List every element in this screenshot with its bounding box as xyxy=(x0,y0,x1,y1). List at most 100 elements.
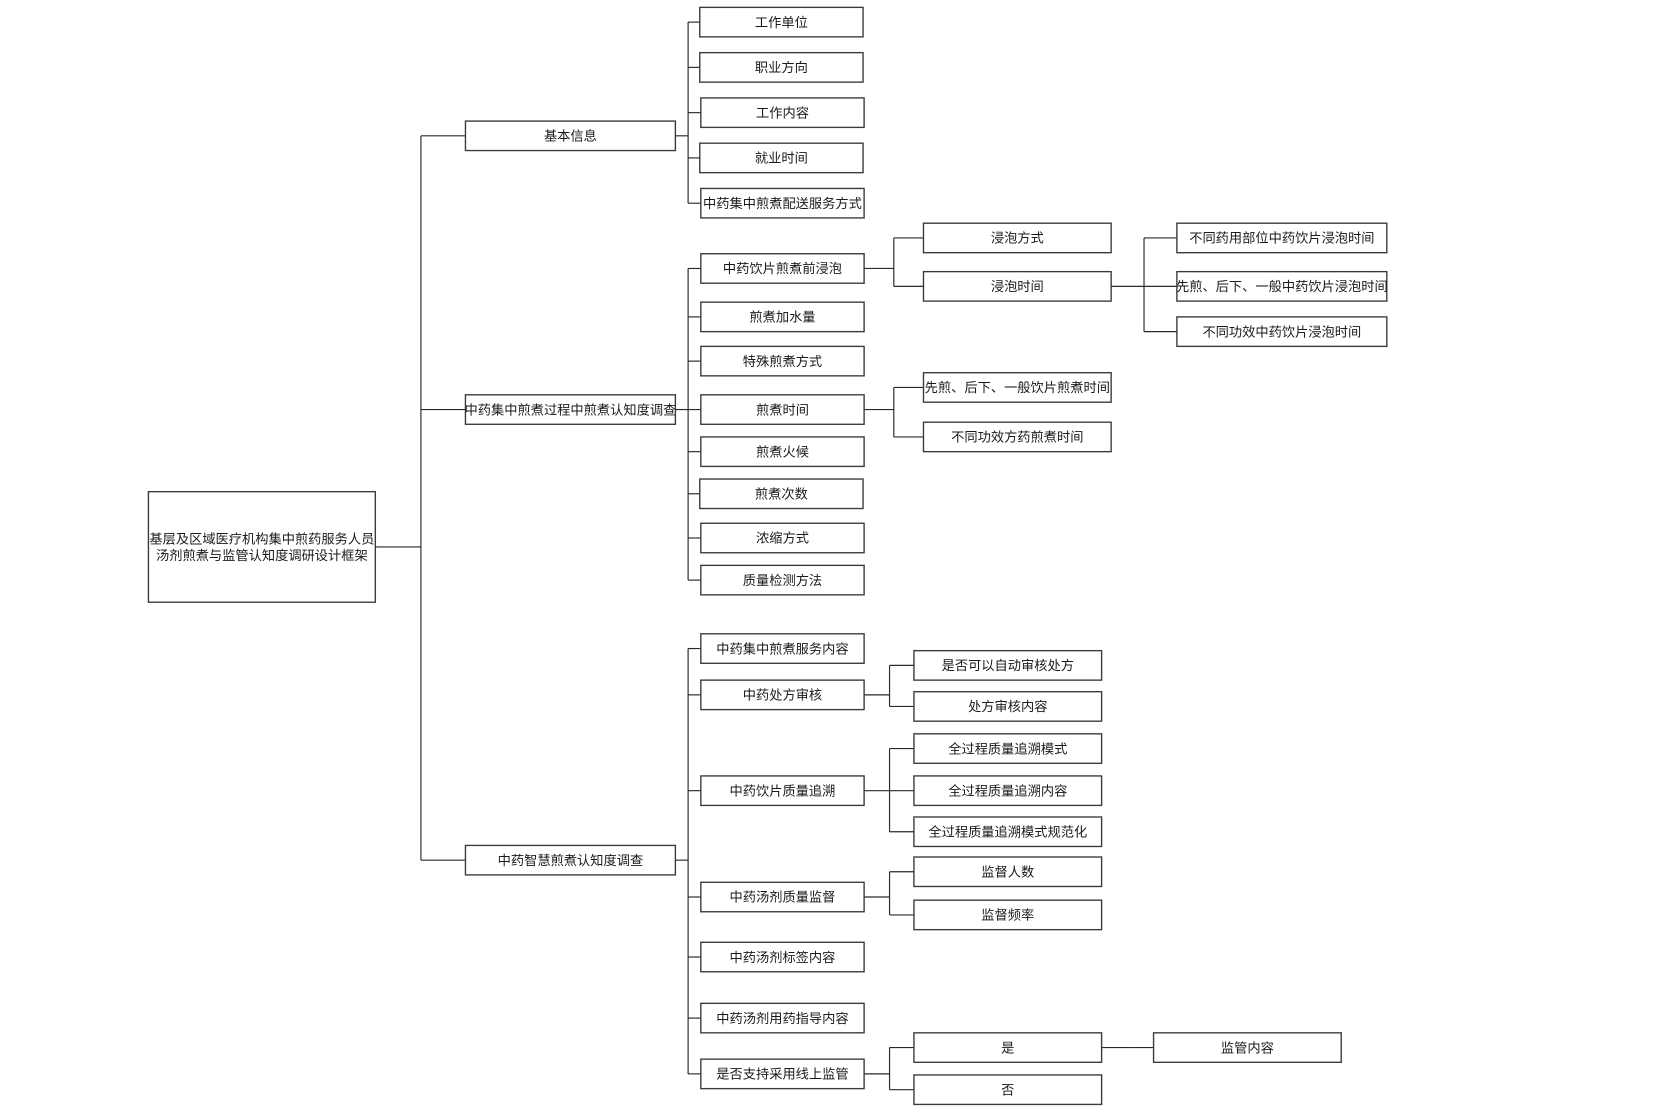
node-label: 先煎、后下、一般中药饮片浸泡时间 xyxy=(1176,279,1388,295)
node-label: 就业时间 xyxy=(755,151,808,167)
node-level-3: 浸泡时间 xyxy=(922,270,1112,302)
node-label: 监督人数 xyxy=(981,865,1034,881)
node-label: 中药处方审核 xyxy=(743,688,822,704)
node-box xyxy=(913,816,1103,848)
node-level-2: 工作内容 xyxy=(700,97,865,129)
node-box xyxy=(699,6,864,38)
node-level-2: 特殊煎煮方式 xyxy=(700,345,865,377)
node-level-3: 浸泡方式 xyxy=(922,222,1112,254)
node-label: 中药汤剂质量监督 xyxy=(730,890,836,906)
node-label: 工作内容 xyxy=(756,104,809,121)
node-label: 浸泡时间 xyxy=(991,279,1044,295)
root-title-line-1: 基层及区域医疗机构集中煎药服务人员 xyxy=(149,531,374,547)
node-level-4: 监管内容 xyxy=(1152,1032,1342,1063)
node-label: 煎煮时间 xyxy=(756,402,809,418)
node-box xyxy=(699,51,864,83)
node-label: 中药集中煎煮过程中煎煮认知度调查 xyxy=(465,401,677,418)
node-box xyxy=(922,372,1112,403)
node-label: 质量检测方法 xyxy=(743,573,822,589)
node-label: 中药饮片质量追溯 xyxy=(730,783,836,799)
node-box xyxy=(1176,316,1388,348)
node-box xyxy=(913,733,1103,764)
node-label: 先煎、后下、一般饮片煎煮时间 xyxy=(925,380,1110,396)
node-box xyxy=(700,1058,865,1090)
node-label: 基本信息 xyxy=(544,128,597,145)
node-label: 是否支持采用线上监管 xyxy=(716,1067,848,1083)
node-level-1: 中药智慧煎煮认知度调查 xyxy=(464,844,677,876)
node-label: 煎煮次数 xyxy=(755,487,808,503)
node-label: 中药饮片煎煮前浸泡 xyxy=(723,260,842,277)
node-level-3: 监督人数 xyxy=(913,856,1103,888)
node-label: 中药集中煎煮服务内容 xyxy=(716,640,848,657)
node-level-2: 中药处方审核 xyxy=(700,679,865,711)
node-level-3: 先煎、后下、一般饮片煎煮时间 xyxy=(922,372,1112,403)
node-box xyxy=(922,421,1112,453)
node-box xyxy=(464,394,677,425)
node-box xyxy=(922,270,1112,302)
node-label: 浸泡方式 xyxy=(991,231,1044,247)
node-label: 否 xyxy=(1001,1083,1014,1098)
node-label: 中药汤剂用药指导内容 xyxy=(716,1010,848,1027)
node-level-2: 质量检测方法 xyxy=(700,564,865,596)
node-level-4: 不同药用部位中药饮片浸泡时间 xyxy=(1176,222,1388,254)
node-label: 监督频率 xyxy=(981,907,1034,924)
node-label: 是 xyxy=(1001,1041,1014,1056)
node-level-2: 中药饮片质量追溯 xyxy=(700,775,865,807)
node-box xyxy=(913,1074,1103,1106)
node-label: 职业方向 xyxy=(755,60,808,76)
node-level-2: 煎煮火候 xyxy=(700,436,865,468)
node-box xyxy=(700,881,865,913)
node-box xyxy=(922,222,1112,254)
node-level-4: 不同功效中药饮片浸泡时间 xyxy=(1176,316,1388,348)
node-label: 不同功效方药煎煮时间 xyxy=(951,430,1083,446)
node-box xyxy=(700,253,865,284)
node-level-2: 中药饮片煎煮前浸泡 xyxy=(700,253,865,284)
node-box xyxy=(700,345,865,377)
node-label: 工作单位 xyxy=(755,15,808,31)
node-box xyxy=(699,142,864,174)
node-level-2: 煎煮时间 xyxy=(700,394,865,425)
node-level-3: 否 xyxy=(913,1074,1103,1106)
node-label: 监管内容 xyxy=(1221,1039,1274,1056)
node-label: 不同功效中药饮片浸泡时间 xyxy=(1202,324,1361,340)
node-level-3: 处方审核内容 xyxy=(913,691,1103,722)
node-label: 中药智慧煎煮认知度调查 xyxy=(498,852,644,869)
node-box xyxy=(700,394,865,425)
root-box xyxy=(147,490,377,603)
node-box xyxy=(700,564,865,596)
node-label: 煎煮火候 xyxy=(756,444,809,460)
node-box xyxy=(700,97,865,129)
node-level-2: 中药集中煎煮配送服务方式 xyxy=(700,187,865,219)
node-box xyxy=(700,187,865,219)
node-level-2: 是否支持采用线上监管 xyxy=(700,1058,865,1090)
root-node: 基层及区域医疗机构集中煎药服务人员 汤剂煎煮与监管认知度调研设计框架 xyxy=(147,490,377,603)
node-label: 是否可以自动审核处方 xyxy=(942,658,1074,674)
node-box xyxy=(913,856,1103,888)
node-level-3: 不同功效方药煎煮时间 xyxy=(922,421,1112,453)
tree-nodes: 基本信息 工作单位职业方向工作内容就业时间中药集中煎煮配送服务方式中药集中煎煮过程… xyxy=(464,6,1388,1106)
node-level-2: 中药集中煎煮服务内容 xyxy=(700,633,865,664)
node-level-3: 是否可以自动审核处方 xyxy=(913,649,1103,681)
node-label: 煎煮加水量 xyxy=(749,310,815,326)
node-box xyxy=(1176,222,1388,254)
node-box xyxy=(913,1032,1103,1063)
node-level-1: 中药集中煎煮过程中煎煮认知度调查 xyxy=(464,394,677,425)
node-box xyxy=(1152,1032,1342,1063)
node-box xyxy=(700,301,865,333)
node-box xyxy=(913,899,1103,931)
node-level-2: 工作单位 xyxy=(699,6,864,38)
node-box xyxy=(913,775,1103,807)
node-level-4: 先煎、后下、一般中药饮片浸泡时间 xyxy=(1176,270,1388,302)
node-level-2: 职业方向 xyxy=(699,51,864,83)
node-level-3: 全过程质量追溯内容 xyxy=(913,775,1103,807)
node-box xyxy=(700,941,865,973)
node-level-2: 中药汤剂标签内容 xyxy=(700,941,865,973)
node-label: 全过程质量追溯模式规范化 xyxy=(928,824,1087,841)
node-box xyxy=(464,844,677,876)
node-level-2: 中药汤剂质量监督 xyxy=(700,881,865,913)
node-box xyxy=(700,522,865,554)
node-label: 浓缩方式 xyxy=(756,531,809,547)
node-level-2: 浓缩方式 xyxy=(700,522,865,554)
node-label: 全过程质量追溯内容 xyxy=(948,782,1067,799)
node-label: 不同药用部位中药饮片浸泡时间 xyxy=(1189,231,1374,247)
